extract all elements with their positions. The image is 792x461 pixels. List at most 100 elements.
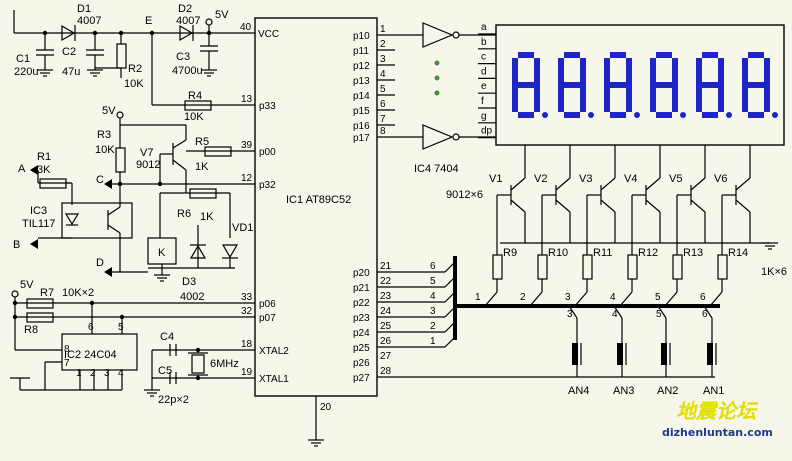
ic1-pin-name-p32: p32 xyxy=(259,180,276,191)
d1-value: 4007 xyxy=(77,15,101,27)
ic1-pin-39: 39 xyxy=(241,140,253,151)
digit-4-seg-b xyxy=(672,58,678,85)
ic1-pin-name-p24: p24 xyxy=(353,328,370,339)
bus-in-6-0: 6 xyxy=(430,261,436,272)
bus-out-2: 2 xyxy=(520,292,526,303)
digit-1-seg-a xyxy=(518,52,534,58)
ic1-pin-name-p23: p23 xyxy=(353,313,370,324)
ic1-pin-name-p20: p20 xyxy=(353,268,370,279)
digit-1-seg-e xyxy=(512,85,518,112)
crystal-freq: 6MHz xyxy=(210,358,239,370)
ic2-pin-2: 2 xyxy=(90,368,96,379)
digit-5-seg-f xyxy=(696,58,702,85)
c3-value: 4700u xyxy=(172,65,203,77)
ic1-pin-name-p14: p14 xyxy=(353,91,370,102)
vd1-label: VD1 xyxy=(232,222,253,234)
digit-4-seg-dp xyxy=(680,112,686,118)
ic1-vcc-label: VCC xyxy=(258,29,279,40)
ic1-pin-28: 28 xyxy=(380,366,392,377)
bus-out-6: 6 xyxy=(700,292,706,303)
digit-1 xyxy=(512,52,548,118)
r2-value: 10K xyxy=(124,78,144,90)
v7-value: 9012 xyxy=(136,159,160,171)
digit-2-seg-c xyxy=(580,85,586,112)
d1-ref: D1 xyxy=(77,3,91,15)
key-label-AN3: AN3 xyxy=(613,385,634,397)
digit-3-seg-a xyxy=(610,52,626,58)
ic2-pin-6: 6 xyxy=(88,322,94,333)
key-bus-3: 3 xyxy=(567,309,573,320)
ic1-pin-name-p07: p07 xyxy=(259,313,276,324)
c4-ref: C4 xyxy=(160,331,174,343)
key-label-AN1: AN1 xyxy=(703,385,724,397)
ic1-pin-22: 22 xyxy=(380,276,392,287)
ic1-pin-name-p17: p17 xyxy=(353,133,370,144)
key-label-AN2: AN2 xyxy=(657,385,678,397)
digit-2-seg-d xyxy=(564,112,580,118)
ic1-pin-name-p21: p21 xyxy=(353,283,370,294)
ic1-pin-name-p00: p00 xyxy=(259,147,276,158)
digit-1-seg-b xyxy=(534,58,540,85)
ic1-pin-25: 25 xyxy=(380,321,392,332)
ic2-pin-7: 7 xyxy=(64,358,70,369)
ic1-pin-name-xtal1: XTAL1 xyxy=(259,374,289,385)
digit-6-seg-c xyxy=(764,85,770,112)
digit-3-seg-b xyxy=(626,58,632,85)
digit-3-seg-f xyxy=(604,58,610,85)
ic1-pin-name-p27: p27 xyxy=(353,373,370,384)
d3-value: 4002 xyxy=(180,291,204,303)
digit-4-seg-d xyxy=(656,112,672,118)
digit-4-seg-f xyxy=(650,58,656,85)
c1-ref: C1 xyxy=(16,53,30,65)
r6-ref: R6 xyxy=(177,208,191,220)
ic1-pin-name-p25: p25 xyxy=(353,343,370,354)
digit-1-seg-c xyxy=(534,85,540,112)
digit-6 xyxy=(742,52,778,118)
digit-6-seg-a xyxy=(748,52,764,58)
ic1-pin-7: 7 xyxy=(380,114,386,125)
ic1-pin-name-p12: p12 xyxy=(353,61,370,72)
ic2-label: IC2 24C04 xyxy=(64,349,117,361)
r4-value: 10K xyxy=(184,111,204,123)
digit-2-seg-a xyxy=(564,52,580,58)
watermark-url: dizhenluntan.com xyxy=(662,426,773,439)
ic1-pin-3: 3 xyxy=(380,54,386,65)
ic1-pin-name-p10: p10 xyxy=(353,31,370,42)
digit-4-seg-a xyxy=(656,52,672,58)
r1-value: 3K xyxy=(37,164,51,176)
ic2-pin-8: 8 xyxy=(64,344,70,355)
driver-label-V6: V6 xyxy=(714,173,727,185)
digit-6-seg-dp xyxy=(772,112,778,118)
ic1-pin-name-p15: p15 xyxy=(353,106,370,117)
drivers-value: 9012×6 xyxy=(446,189,483,201)
res-label-R14: R14 xyxy=(728,247,748,259)
seg-label-g: g xyxy=(481,111,487,122)
net-5v-eeprom: 5V xyxy=(20,279,34,291)
driver-label-V2: V2 xyxy=(534,173,547,185)
r1-ref: R1 xyxy=(37,151,51,163)
ic1-pin-5: 5 xyxy=(380,84,386,95)
ic1-pin-24: 24 xyxy=(380,306,392,317)
v7-ref: V7 xyxy=(140,147,153,159)
ic1-gnd-pin: 20 xyxy=(320,402,332,413)
digit-4-seg-g xyxy=(656,82,672,88)
driver-label-V4: V4 xyxy=(624,173,637,185)
ic1-pin-name-p33: p33 xyxy=(259,101,276,112)
eeprom-section: 5V R7 10K×2 R8 IC2 24C04 6 5 8 7 1 2 3 4 xyxy=(10,279,255,391)
ic1-pin-26: 26 xyxy=(380,336,392,347)
digit-5-seg-d xyxy=(702,112,718,118)
ic1-pin-32: 32 xyxy=(241,306,253,317)
ic1-pin-21: 21 xyxy=(380,261,392,272)
c4-c5-value: 22p×2 xyxy=(158,394,189,406)
seg-label-b: b xyxy=(481,37,487,48)
bus-in-3-3: 3 xyxy=(430,306,436,317)
